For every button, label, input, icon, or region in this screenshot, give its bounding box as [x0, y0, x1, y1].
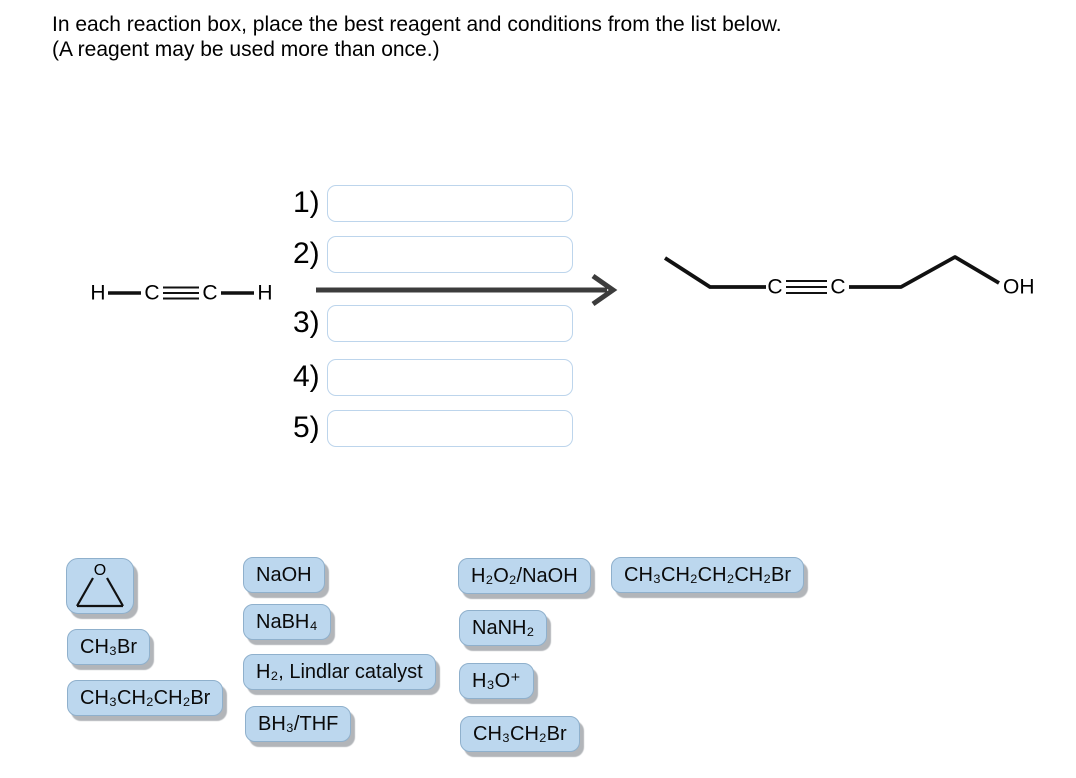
epoxide-bond-left — [76, 577, 94, 607]
reaction-step-5-label: 5) — [293, 411, 320, 444]
reaction-step-2-label: 2) — [293, 237, 320, 270]
skeletal-bond-left — [663, 256, 766, 289]
epoxide-bond-right — [106, 577, 124, 607]
reagent-chip-ch3ch2ch2br[interactable]: CH₃CH₂CH₂Br — [67, 680, 224, 716]
reaction-step-3: 3) — [293, 304, 573, 342]
reaction-step-1-input[interactable] — [326, 184, 573, 222]
reaction-step-5-input[interactable] — [326, 409, 573, 447]
epoxide-oxygen-label: O — [94, 562, 106, 579]
reagent-label: H₂, Lindlar catalyst — [256, 661, 423, 683]
reagent-chip-bh3-thf[interactable]: BH₃/THF — [245, 706, 352, 742]
triple-bond — [786, 280, 827, 294]
prompt-line-1: In each reaction box, place the best rea… — [52, 13, 782, 36]
question-prompt: In each reaction box, place the best rea… — [52, 12, 782, 62]
epoxide-structure: O — [76, 562, 124, 608]
reaction-step-5: 5) — [293, 409, 573, 447]
reagent-chip-naoh[interactable]: NaOH — [243, 557, 325, 593]
reactant-atom-c-left: C — [144, 282, 159, 305]
product-atom-c-left: C — [767, 276, 782, 299]
reagent-chip-h2-lindlar-catalyst[interactable]: H₂, Lindlar catalyst — [243, 654, 436, 690]
reagent-label: NaNH₂ — [472, 617, 535, 639]
reagent-label: CH₃Br — [80, 636, 138, 658]
reagent-chip-epoxide[interactable]: O — [66, 558, 134, 614]
reagent-label: H₃O⁺ — [472, 670, 521, 692]
prompt-line-2: (A reagent may be used more than once.) — [52, 38, 440, 61]
reagent-chip-ch3br[interactable]: CH₃Br — [67, 629, 151, 665]
reagent-label: H₂O₂/NaOH — [471, 565, 578, 587]
reaction-step-4-label: 4) — [293, 360, 320, 393]
reagent-chip-h2o2-naoh[interactable]: H₂O₂/NaOH — [458, 558, 591, 594]
reaction-step-1-label: 1) — [293, 186, 320, 219]
reagent-label: CH₃CH₂Br — [473, 723, 567, 745]
reaction-step-3-input[interactable] — [326, 304, 573, 342]
reagent-chip-nanh2[interactable]: NaNH₂ — [459, 610, 548, 646]
reaction-step-3-label: 3) — [293, 306, 320, 339]
arrow-head — [591, 273, 618, 307]
reagent-chip-ch3ch2br[interactable]: CH₃CH₂Br — [460, 716, 580, 752]
product-hydroxyl-label: OH — [1003, 276, 1035, 299]
product-structure: C C OH — [663, 255, 1035, 299]
product-atom-c-right: C — [830, 276, 845, 299]
reagent-label: NaBH₄ — [256, 611, 318, 633]
reagent-chip-h3o-plus[interactable]: H₃O⁺ — [459, 663, 534, 699]
reagent-chip-ch3ch2ch2ch2br[interactable]: CH₃CH₂CH₂CH₂Br — [611, 557, 804, 593]
reaction-step-2: 2) — [293, 235, 573, 273]
skeletal-bond-right — [849, 255, 1000, 289]
reaction-step-4-input[interactable] — [326, 358, 573, 396]
triple-bond — [163, 286, 199, 300]
reagent-label: CH₃CH₂CH₂Br — [80, 687, 211, 709]
reactant-atom-c-right: C — [202, 282, 217, 305]
reaction-step-2-input[interactable] — [326, 235, 573, 273]
reagent-label: BH₃/THF — [258, 713, 339, 735]
reaction-step-1: 1) — [293, 184, 573, 222]
reactant-acetylene-structure: H C C H — [90, 282, 272, 305]
reagent-label: NaOH — [256, 564, 312, 586]
reagent-label: CH₃CH₂CH₂CH₂Br — [624, 564, 791, 586]
reactant-atom-h-left: H — [90, 282, 105, 305]
reagent-chip-nabh4[interactable]: NaBH₄ — [243, 604, 331, 640]
reactant-atom-h-right: H — [257, 282, 272, 305]
reaction-arrow — [316, 273, 618, 307]
reaction-step-4: 4) — [293, 358, 573, 396]
